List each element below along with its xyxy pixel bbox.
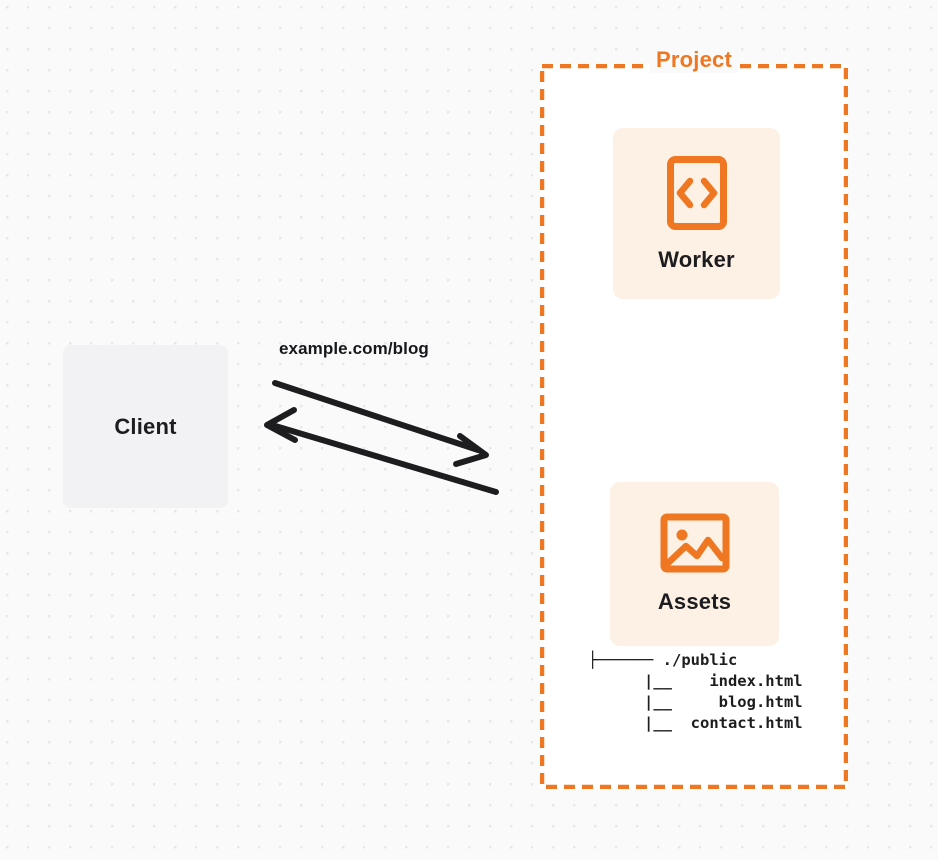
- file-tree-row: |__ contact.html: [588, 714, 803, 732]
- file-tree-row: |__ blog.html: [588, 693, 803, 711]
- project-title: Project: [650, 47, 738, 73]
- worker-card[interactable]: Worker: [613, 128, 780, 299]
- request-arrow-icon: [272, 380, 489, 467]
- connector-arrows: [264, 380, 499, 495]
- assets-file-tree: ├────── ./public |__ index.html |__ blog…: [588, 650, 803, 734]
- project-container[interactable]: Project Worker Assets: [540, 47, 848, 789]
- assets-card-label: Assets: [657, 589, 732, 614]
- file-tree-row: ├────── ./public: [588, 651, 738, 669]
- client-node-label: Client: [114, 413, 177, 439]
- assets-card[interactable]: Assets: [610, 482, 779, 646]
- edge-label-url: example.com/blog: [279, 339, 429, 358]
- code-brackets-icon: [666, 155, 728, 231]
- response-arrow-icon: [264, 407, 499, 495]
- file-tree-row: |__ index.html: [588, 672, 803, 690]
- worker-card-label: Worker: [658, 246, 735, 272]
- image-icon: [660, 513, 730, 573]
- client-node[interactable]: Client: [63, 345, 228, 508]
